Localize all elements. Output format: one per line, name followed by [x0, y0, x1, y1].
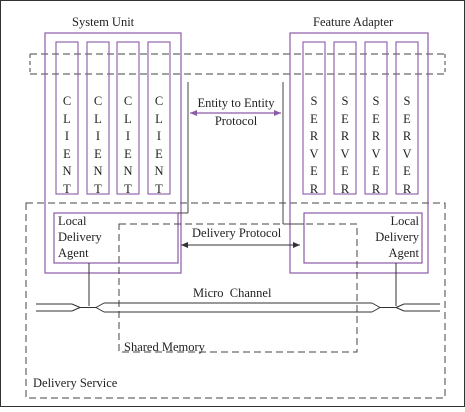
vertical-letter: V: [340, 146, 350, 161]
vertical-letter: E: [341, 111, 349, 126]
vertical-letter: N: [154, 164, 164, 178]
vertical-letter: E: [372, 111, 380, 126]
vertical-letter: S: [310, 94, 318, 108]
server-box-4: [395, 41, 419, 195]
feature-adapter-box: [289, 32, 429, 274]
vertical-letter: E: [63, 146, 71, 161]
vertical-letter: C: [154, 94, 164, 108]
client-box-2: [86, 41, 110, 195]
lda-right-label-1: Local: [390, 214, 419, 228]
micro-channel-bus: [36, 302, 440, 313]
vertical-letter: L: [155, 111, 163, 126]
shared-memory-label: Shared Memory: [124, 340, 205, 354]
vertical-letter: E: [94, 146, 102, 161]
vertical-letter: L: [63, 111, 71, 126]
vertical-letter: N: [62, 164, 72, 178]
vertical-letter: C: [62, 94, 72, 108]
vertical-letter: I: [64, 129, 70, 143]
vertical-letter: E: [341, 164, 349, 178]
vertical-letter: L: [94, 111, 102, 126]
feature-adapter-label: Feature Adapter: [313, 15, 394, 29]
vertical-letter: R: [340, 181, 350, 196]
vertical-letter: R: [309, 181, 319, 196]
vertical-letter: V: [402, 146, 412, 161]
entity-protocol-label-line2: Protocol: [214, 114, 258, 128]
lda-right-label-3: Agent: [388, 246, 419, 260]
vertical-letter: R: [371, 181, 381, 196]
lda-right-box: [303, 212, 423, 264]
delivery-service-label: Delivery Service: [33, 376, 118, 390]
lda-left-label-1: Local: [58, 214, 87, 228]
vertical-letter: E: [403, 111, 411, 126]
vertical-letter: S: [403, 94, 411, 108]
system-unit-box: [44, 32, 182, 274]
vertical-letter: N: [123, 164, 133, 178]
vertical-letter: C: [93, 94, 103, 108]
vertical-letter: E: [372, 164, 380, 178]
lda-right-label-2: Delivery: [375, 230, 419, 244]
client-box-4: [147, 41, 171, 195]
vertical-letter: E: [155, 146, 163, 161]
vertical-letter: R: [402, 129, 412, 143]
vertical-letter: T: [124, 181, 132, 196]
client-box-1: [55, 41, 79, 195]
system-unit-label: System Unit: [72, 15, 135, 29]
entity-protocol-label-line1: Entity to Entity: [197, 96, 275, 110]
vertical-letter: T: [155, 181, 163, 196]
vertical-letter: V: [309, 146, 319, 161]
vertical-letter: E: [124, 146, 132, 161]
vertical-letter: L: [124, 111, 132, 126]
vertical-letter: T: [94, 181, 102, 196]
lda-left-label-3: Agent: [58, 246, 89, 260]
delivery-protocol-label: Delivery Protocol: [192, 226, 282, 240]
lda-left-box: [53, 212, 179, 264]
vertical-letter: R: [340, 129, 350, 143]
server-box-3: [364, 41, 388, 195]
vertical-letter: N: [93, 164, 103, 178]
server-box-2: [333, 41, 357, 195]
micro-channel-label: Micro Channel: [193, 286, 272, 300]
vertical-letter: E: [310, 164, 318, 178]
vertical-letter: C: [123, 94, 133, 108]
lda-left-label-2: Delivery: [58, 230, 102, 244]
vertical-letter: E: [403, 164, 411, 178]
vertical-letter: S: [341, 94, 349, 108]
vertical-letter: R: [371, 129, 381, 143]
client-box-3: [116, 41, 140, 195]
vertical-letter: S: [372, 94, 380, 108]
vertical-letter: E: [310, 111, 318, 126]
server-box-1: [302, 41, 326, 195]
delivery-service-box: [25, 202, 446, 399]
vertical-letter: I: [156, 129, 162, 143]
shared-memory-box: [118, 223, 358, 353]
vertical-letter: R: [402, 181, 412, 196]
vertical-letter: R: [309, 129, 319, 143]
vertical-letter: V: [371, 146, 381, 161]
vertical-letter: T: [63, 181, 71, 196]
vertical-letter: I: [95, 129, 101, 143]
vertical-letter: I: [125, 129, 131, 143]
